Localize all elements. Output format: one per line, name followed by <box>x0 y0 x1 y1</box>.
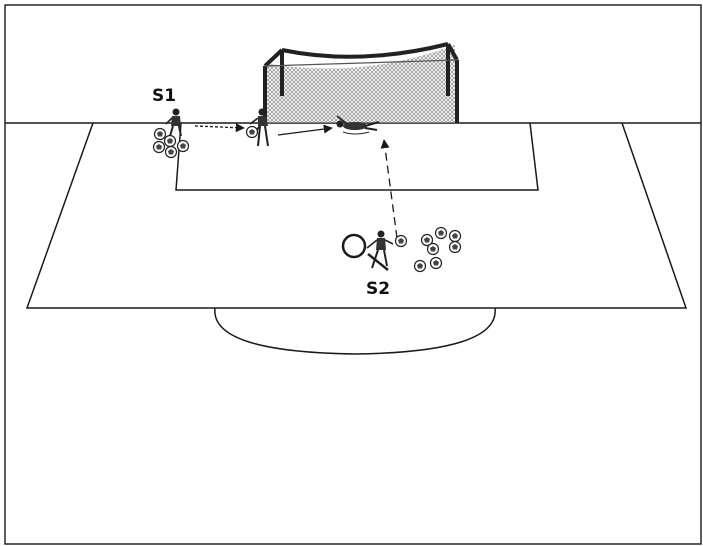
pass-arrow-s1 <box>195 126 244 128</box>
pass-arrow-s2 <box>384 140 397 238</box>
label-s2: S2 <box>366 279 390 299</box>
soccer-ball-icon <box>396 236 407 247</box>
soccer-ball-icon <box>154 142 165 153</box>
penalty-area <box>27 123 686 308</box>
soccer-ball-icon <box>450 231 461 242</box>
soccer-ball-icon <box>450 242 461 253</box>
soccer-ball-icon <box>415 261 426 272</box>
soccer-ball-icon <box>165 136 176 147</box>
label-s1: S1 <box>152 86 176 106</box>
soccer-ball-icon <box>155 129 166 140</box>
penalty-arc <box>215 308 495 354</box>
player-figure-icon <box>166 109 181 137</box>
soccer-ball-icon <box>436 228 447 239</box>
soccer-ball-icon <box>431 258 442 269</box>
soccer-ball-icon <box>247 127 258 138</box>
goal-net-icon <box>265 44 457 123</box>
soccer-ball-icon <box>428 244 439 255</box>
soccer-ball-icon <box>178 141 189 152</box>
shot-arrow <box>278 128 332 135</box>
marker-circle-icon <box>343 235 365 257</box>
ball-pile-s2 <box>415 228 461 272</box>
soccer-ball-icon <box>166 147 177 158</box>
goal-area <box>176 123 538 190</box>
